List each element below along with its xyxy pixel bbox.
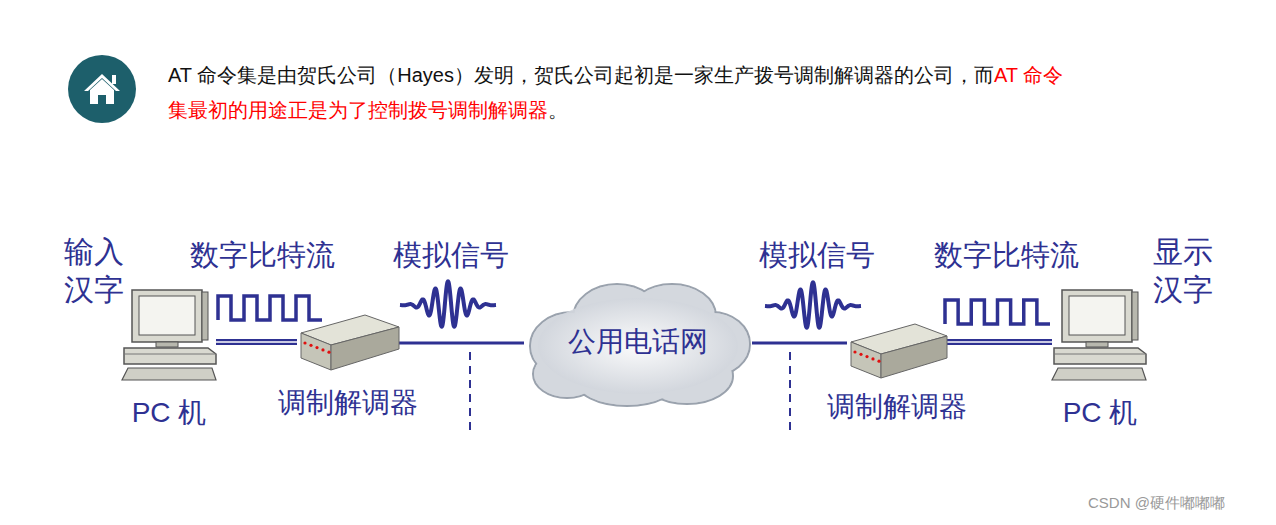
- intro-paragraph: AT 命令集是由贺氏公司（Hayes）发明，贺氏公司起初是一家生产拨号调制解调器…: [168, 58, 1083, 128]
- pc-computer: PC 机: [1050, 288, 1150, 382]
- house-symbol: [84, 74, 120, 104]
- modem-box: 调制解调器: [845, 322, 949, 380]
- network-cloud: 公用电话网: [522, 276, 754, 408]
- node-label: 调制解调器: [827, 388, 967, 426]
- signal-label: 数字比特流: [934, 237, 1079, 273]
- connection-line: [947, 342, 1052, 343]
- node-label: 公用电话网: [568, 323, 708, 361]
- node-label: PC 机: [132, 394, 207, 432]
- paragraph-text: AT 命令集是由贺氏公司（Hayes）发明，贺氏公司起初是一家生产拨号调制解调器…: [168, 64, 994, 86]
- connection-line: [216, 342, 297, 343]
- connection-line: [752, 343, 847, 344]
- modem-box: 调制解调器: [295, 313, 401, 372]
- analog-wave: [765, 282, 861, 327]
- signal-label: 模拟信号: [759, 237, 875, 273]
- square-wave: [218, 296, 322, 320]
- home-icon: [68, 55, 136, 123]
- analog-wave: [400, 281, 496, 326]
- pc-computer: PC 机: [120, 288, 218, 382]
- connection-line: [399, 343, 524, 344]
- divider-line: [789, 352, 791, 436]
- square-wave: [945, 300, 1050, 324]
- divider-line: [469, 352, 471, 436]
- signal-label: 输入 汉字: [64, 233, 130, 308]
- modem-shape: [295, 313, 401, 372]
- signal-label: 模拟信号: [393, 237, 509, 273]
- pc-shape: [120, 288, 218, 382]
- modem-shape: [845, 322, 949, 380]
- paragraph-text: 。: [548, 99, 568, 121]
- signal-label: 数字比特流: [190, 237, 335, 273]
- node-label: PC 机: [1063, 394, 1138, 432]
- watermark: CSDN @硬件嘟嘟嘟: [1088, 494, 1225, 513]
- signal-label: 显示 汉字: [1153, 233, 1219, 308]
- node-label: 调制解调器: [278, 384, 418, 422]
- pc-shape: [1050, 288, 1150, 382]
